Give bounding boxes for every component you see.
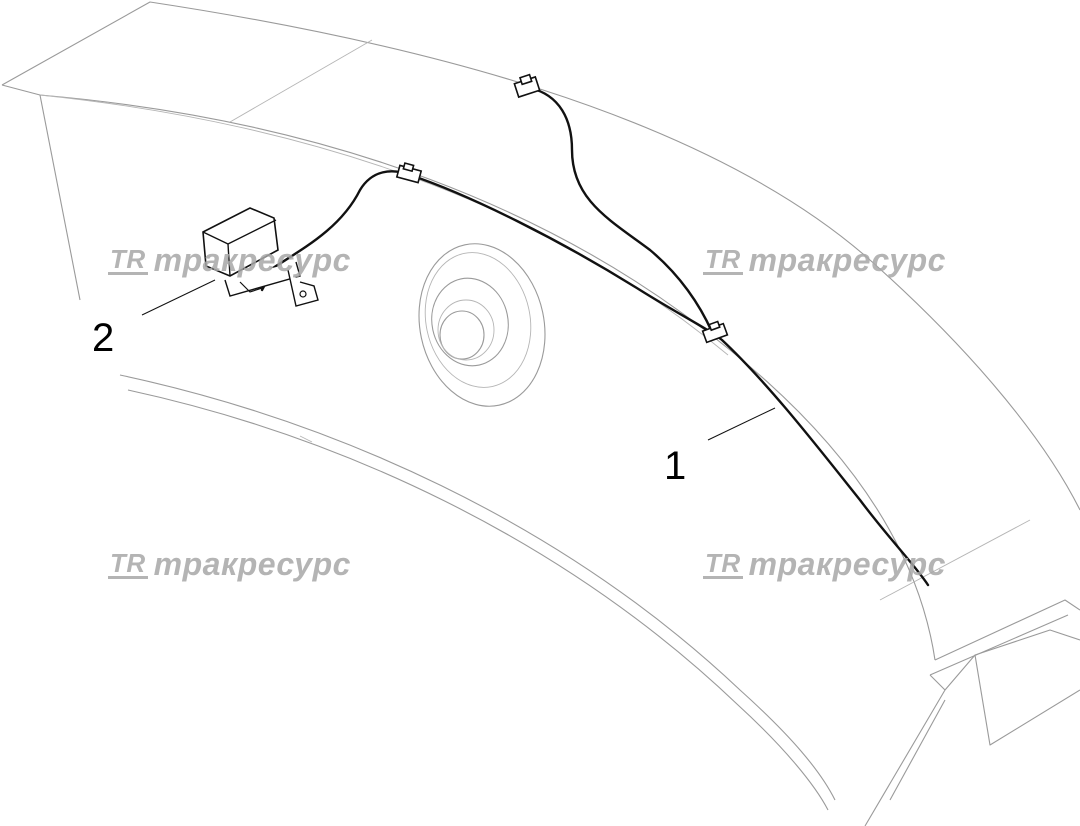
- part-label-1: 1: [664, 444, 687, 488]
- watermark-logo: TR: [108, 548, 148, 579]
- watermark-bottom-right: TR тракресурс: [703, 546, 946, 583]
- watermark-top-right: TR тракресурс: [703, 242, 946, 279]
- lamp-unit: [202, 207, 319, 307]
- cable-clips: [395, 73, 729, 344]
- leader-line-1: [707, 407, 776, 441]
- part-label-2: 2: [92, 316, 115, 360]
- watermark-logo: TR: [703, 244, 743, 275]
- watermark-logo: TR: [703, 548, 743, 579]
- watermark-text: тракресурс: [748, 242, 946, 278]
- watermark-bottom-left: TR тракресурс: [108, 546, 351, 583]
- wheel-mount-boss: [418, 243, 546, 407]
- leader-line-2: [141, 279, 216, 316]
- watermark-text: тракресурс: [748, 546, 946, 582]
- watermark-text: тракресурс: [153, 242, 351, 278]
- watermark-logo: TR: [108, 244, 148, 275]
- watermark-top-left: TR тракресурс: [108, 242, 351, 279]
- wiring-harness: [260, 86, 930, 587]
- watermark-text: тракресурс: [153, 546, 351, 582]
